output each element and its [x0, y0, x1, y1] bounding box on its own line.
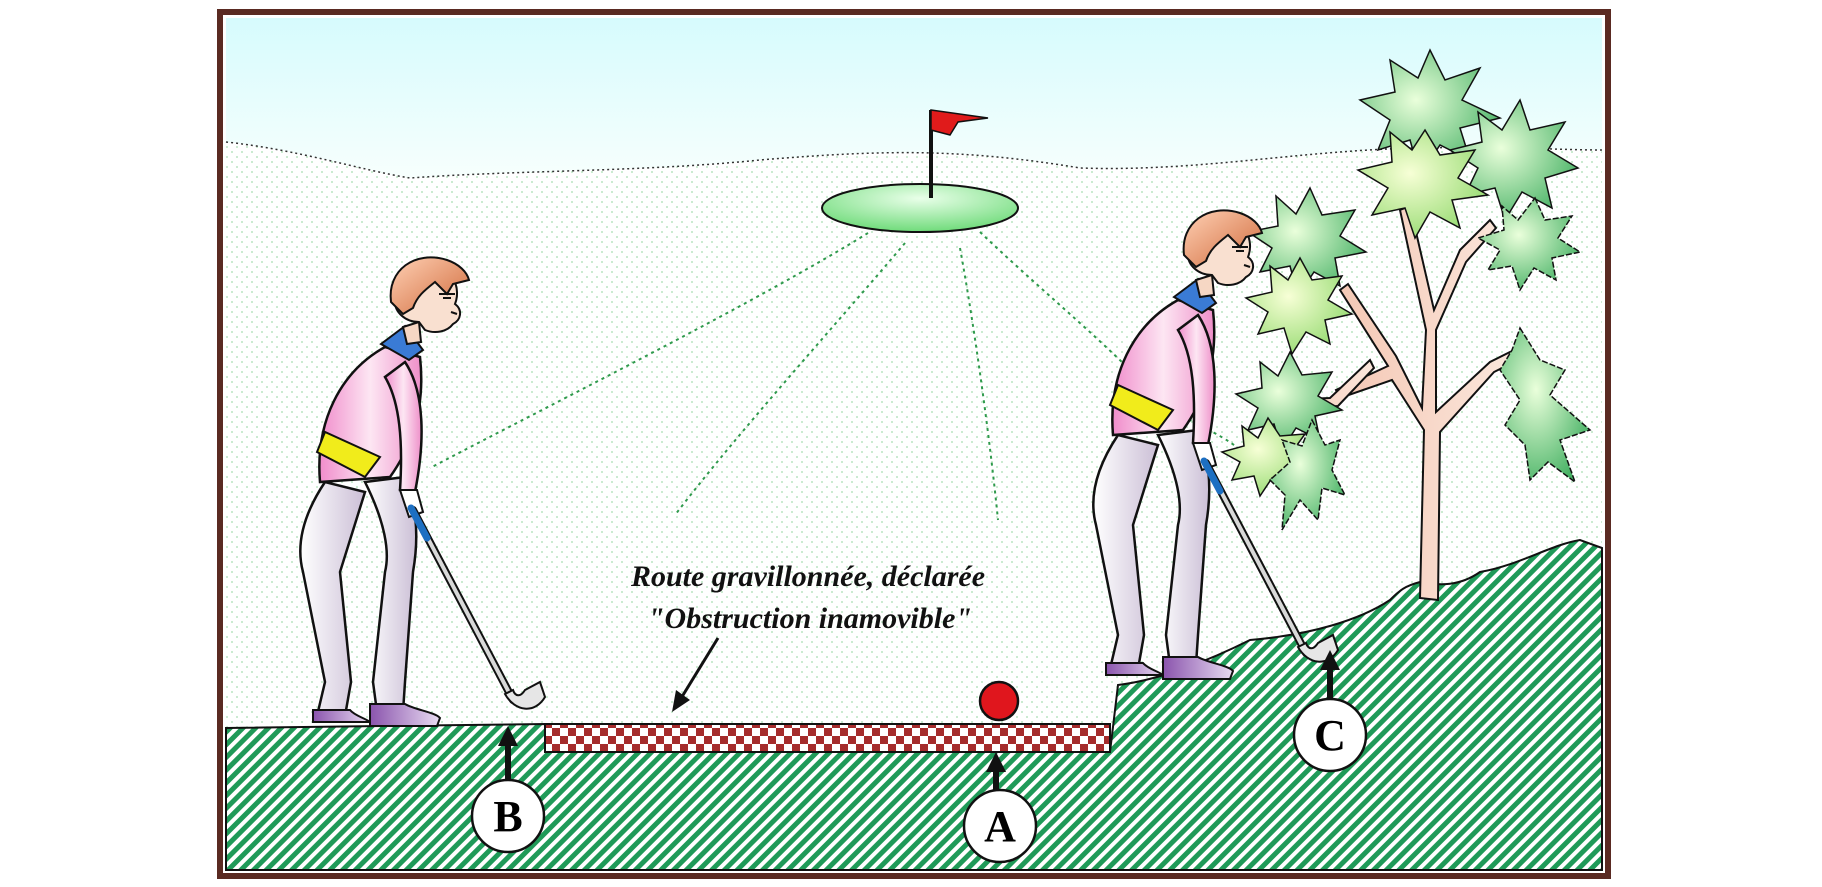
marker-b-label: B [493, 792, 522, 841]
marker-a-arrowhead [986, 752, 1006, 772]
golf-ball [978, 680, 1020, 722]
marker-b-arrowhead [498, 726, 518, 746]
caption-line-2: "Obstruction inamovible" [648, 602, 972, 635]
flag-icon [930, 109, 989, 136]
caption-line-1: Route gravillonnée, déclarée [630, 560, 985, 593]
tree [1220, 48, 1592, 602]
caption-arrowhead [672, 690, 690, 712]
marker-a-circle [962, 788, 1038, 864]
caption-arrow [678, 637, 720, 701]
putting-green [821, 183, 1019, 233]
marker-c-label: C [1314, 711, 1346, 760]
marker-c-circle [1292, 697, 1368, 773]
marker-a-label: A [984, 802, 1016, 851]
marker-b-circle [470, 778, 546, 854]
gravel-road [544, 723, 1111, 753]
frame-border [217, 9, 1611, 879]
marker-c-arrowhead [1320, 650, 1340, 670]
